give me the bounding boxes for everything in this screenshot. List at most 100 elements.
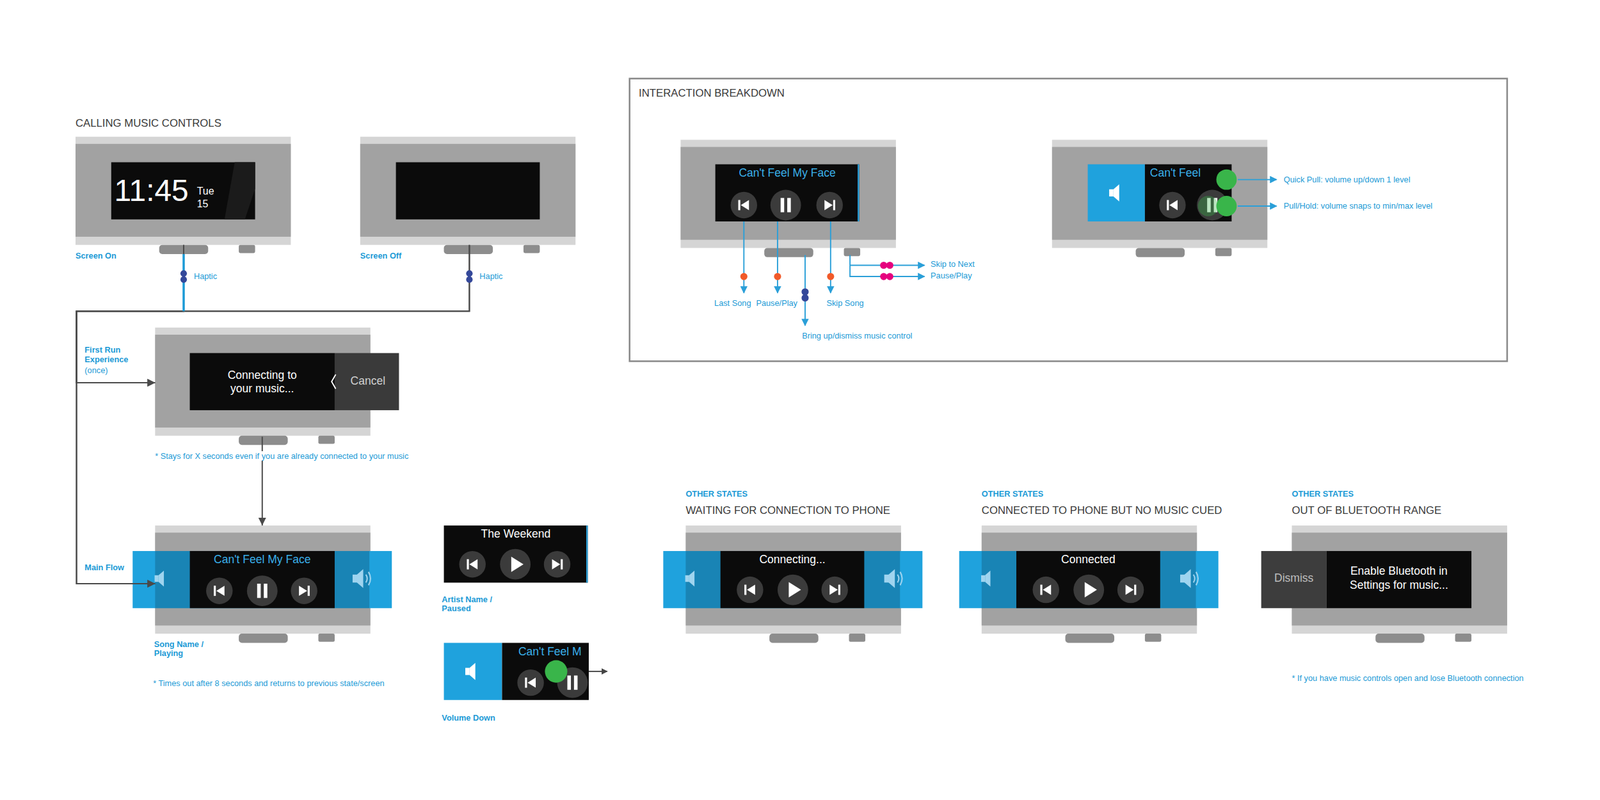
flow-connector xyxy=(261,436,264,526)
haptic-markers xyxy=(465,270,473,277)
flow-note: (once) xyxy=(84,365,108,376)
device-node: OTHER STATESCONNECTED TO PHONE BUT NO MU… xyxy=(981,525,1197,633)
device-node: Connecting to your music...Cancel xyxy=(154,327,370,438)
paused-screen xyxy=(458,551,486,578)
gesture-dots xyxy=(880,261,888,269)
section-heading: CALLING MUSIC CONTROLS xyxy=(75,117,222,130)
song-title: Can't Feel My Face xyxy=(715,166,860,180)
volume-device xyxy=(1052,139,1268,257)
main-flow-device xyxy=(353,570,371,587)
volume-down-screen xyxy=(444,642,608,700)
connected-device xyxy=(1180,570,1199,587)
gesture-dots xyxy=(880,272,888,280)
paused-screen xyxy=(444,525,589,583)
bluetooth-device xyxy=(1261,525,1508,643)
flow-label: First Run Experience xyxy=(84,345,136,365)
flow-connector xyxy=(76,245,470,584)
state-caption: Song Name / Playing xyxy=(154,640,211,659)
device-node: OTHER STATESOUT OF BLUETOOTH RANGEEnable… xyxy=(1291,525,1507,633)
volume-device xyxy=(1052,139,1277,257)
volume-down-screen xyxy=(544,660,568,683)
state-kicker: OTHER STATES xyxy=(981,488,1044,499)
volume-device xyxy=(1237,179,1277,181)
haptic-markers xyxy=(180,276,187,283)
state-kicker: OTHER STATES xyxy=(1291,488,1354,499)
waiting-device xyxy=(663,525,923,643)
gesture-dots xyxy=(886,261,894,269)
volume-down-screen xyxy=(517,669,544,696)
state-caption: Artist Name / Paused xyxy=(441,595,501,614)
volume-device xyxy=(1198,195,1219,217)
state-heading: WAITING FOR CONNECTION TO PHONE xyxy=(685,504,891,518)
main-flow-device xyxy=(190,551,335,608)
volume-device xyxy=(1216,169,1238,191)
connected-device xyxy=(981,570,991,587)
device-node: 11:45Tue 15Screen On xyxy=(75,136,291,246)
gesture-dots xyxy=(740,272,748,280)
status-message: Connecting to your music... xyxy=(224,368,301,397)
cancel-panel: Cancel xyxy=(334,353,399,411)
breakdown-frame: INTERACTION BREAKDOWNCan't Feel My FaceC… xyxy=(629,78,1508,362)
state-kicker: OTHER STATES xyxy=(685,488,748,499)
screen-on-device xyxy=(111,162,256,220)
gesture-dots xyxy=(801,294,809,302)
main-flow-device xyxy=(154,570,165,587)
gesture-label: Pause/Play xyxy=(930,270,973,281)
screen-on-device xyxy=(75,136,291,255)
bluetooth-device xyxy=(1326,551,1472,608)
paused-screen xyxy=(586,525,588,583)
connected-device xyxy=(1016,551,1161,608)
screen-on-device xyxy=(75,136,291,255)
connected-device xyxy=(959,525,1219,643)
cancel-text: Cancel xyxy=(338,374,397,388)
waiting-device xyxy=(685,551,720,608)
leader-lines xyxy=(743,221,925,326)
main-flow-device xyxy=(154,551,190,608)
breakdown-device xyxy=(715,164,860,222)
gesture-label: Last Song xyxy=(714,298,751,308)
waiting-device xyxy=(685,570,696,587)
arrow-head xyxy=(147,579,155,588)
gesture-dots xyxy=(826,272,834,280)
gesture-dots xyxy=(773,272,781,280)
breakdown-device xyxy=(680,139,896,257)
leader-lines xyxy=(743,221,745,294)
paused-screen xyxy=(544,551,571,578)
gesture-dots xyxy=(886,272,894,280)
bluetooth-device xyxy=(1261,551,1327,608)
breakdown-device xyxy=(680,139,896,257)
waiting-device xyxy=(685,525,901,643)
device-node: Can't Feel My Face xyxy=(680,139,895,247)
waiting-device xyxy=(821,576,848,603)
connected-device xyxy=(1032,576,1060,603)
waiting-device xyxy=(663,551,923,608)
flow-connector xyxy=(76,245,470,383)
flow-label: Main Flow xyxy=(84,562,125,573)
breakdown-frame xyxy=(629,78,1508,362)
state-caption: Screen On xyxy=(75,250,117,261)
gesture-dots xyxy=(801,288,809,296)
main-flow-device xyxy=(154,525,370,643)
flow-connector xyxy=(76,245,184,584)
volume-device xyxy=(1144,164,1232,222)
screen-off-device xyxy=(396,162,541,220)
connected-device xyxy=(959,551,1219,608)
connected-device xyxy=(1117,576,1144,603)
state-heading: OUT OF BLUETOOTH RANGE xyxy=(1291,504,1442,518)
arrow-head xyxy=(147,579,155,588)
haptic-markers xyxy=(465,276,473,283)
gesture-label: Pull/Hold: volume snaps to min/max level xyxy=(1283,200,1433,211)
volume-down-screen xyxy=(444,642,503,700)
screen-node: Can't Feel MVolume Down xyxy=(444,642,589,700)
main-flow-device xyxy=(290,577,317,604)
clock-date: Tue 15 xyxy=(197,184,222,212)
gesture-label: Quick Pull: volume up/down 1 level xyxy=(1283,174,1411,185)
volume-device xyxy=(1159,192,1186,219)
gesture-label: Pause/Play xyxy=(755,298,798,308)
flow-connector xyxy=(76,245,184,383)
volume-device xyxy=(1088,164,1145,222)
state-caption: Screen Off xyxy=(360,250,402,261)
haptic-markers xyxy=(180,254,473,312)
screen-off-device xyxy=(360,136,576,255)
